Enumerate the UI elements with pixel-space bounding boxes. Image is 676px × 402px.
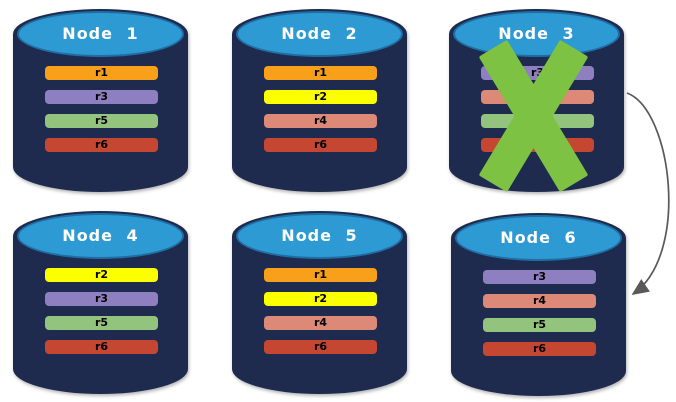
replica-bar: r4 — [264, 114, 377, 128]
replica-label: r2 — [313, 90, 328, 103]
replica-bar: r6 — [264, 340, 377, 354]
node-title: Node 1 — [62, 23, 139, 43]
replica-label: r5 — [94, 316, 109, 329]
node-1-cylinder: Node 1 r1 r3 r5 r6 — [13, 9, 188, 192]
node-title: Node 6 — [500, 227, 577, 247]
cylinder-top: Node 3 — [453, 11, 620, 57]
cylinder-top: Node 2 — [236, 11, 403, 57]
replica-bar: r3 — [45, 90, 158, 104]
replica-bar: r4 — [483, 294, 596, 308]
replica-label: r6 — [313, 340, 328, 353]
node-title: Node 3 — [498, 23, 575, 43]
replica-bar: r5 — [45, 316, 158, 330]
replica-label: r1 — [313, 268, 328, 281]
replica-bar: r6 — [45, 138, 158, 152]
replica-bar: r5 — [45, 114, 158, 128]
node-title: Node 2 — [281, 23, 358, 43]
replica-bar: r4 — [264, 316, 377, 330]
replica-label: r2 — [313, 292, 328, 305]
replica-label: r6 — [313, 138, 328, 151]
replica-label: r3 — [532, 270, 547, 283]
replica-label: r4 — [532, 294, 547, 307]
replica-label: r3 — [94, 90, 109, 103]
cylinder-top: Node 6 — [455, 215, 622, 261]
replica-bar: r2 — [264, 292, 377, 306]
replica-label: r6 — [94, 138, 109, 151]
failure-x-icon — [478, 39, 589, 193]
replica-label: r1 — [94, 66, 109, 79]
replica-label: r5 — [532, 318, 547, 331]
replica-bar: r1 — [264, 268, 377, 282]
replica-bar: r6 — [264, 138, 377, 152]
replica-bar: r1 — [45, 66, 158, 80]
cylinder-top: Node 4 — [17, 213, 184, 259]
replica-label: r1 — [313, 66, 328, 79]
node-2-cylinder: Node 2 r1 r2 r4 r6 — [232, 9, 407, 192]
node-6-cylinder: Node 6 r3 r4 r5 r6 — [451, 213, 626, 396]
node-3-cylinder: Node 3 r3 — [449, 9, 624, 193]
cylinder-top: Node 5 — [236, 213, 403, 259]
replica-bar: r3 — [483, 270, 596, 284]
replica-bar: r2 — [264, 90, 377, 104]
replica-label: r6 — [94, 340, 109, 353]
node-5-cylinder: Node 5 r1 r2 r4 r6 — [232, 211, 407, 394]
node-4-cylinder: Node 4 r2 r3 r5 r6 — [13, 211, 188, 394]
cylinder-top: Node 1 — [17, 11, 184, 57]
replica-bar: r2 — [45, 268, 158, 282]
replica-label: r3 — [94, 292, 109, 305]
replica-bar: r5 — [483, 318, 596, 332]
replica-bar: r1 — [264, 66, 377, 80]
replica-bar: r3 — [45, 292, 158, 306]
node-title: Node 5 — [281, 225, 358, 245]
node-title: Node 4 — [62, 225, 139, 245]
replica-bar: r6 — [483, 342, 596, 356]
arrow-path — [626, 92, 670, 295]
replica-label: r4 — [313, 316, 328, 329]
replica-label: r6 — [532, 342, 547, 355]
replica-label: r5 — [94, 114, 109, 127]
replica-label: r2 — [94, 268, 109, 281]
replica-label: r4 — [313, 114, 328, 127]
replica-bar: r6 — [45, 340, 158, 354]
